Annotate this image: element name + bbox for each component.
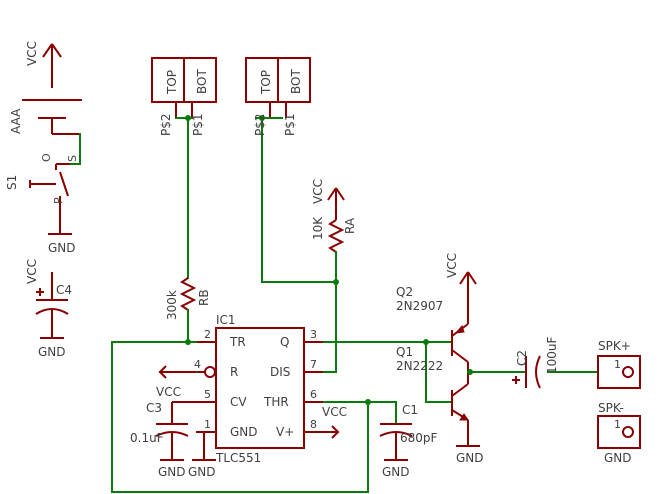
label-pad1-p2: P$2: [159, 113, 173, 136]
label-ic1-pin3: 3: [310, 328, 317, 341]
label-pad2-bot: BOT: [289, 69, 303, 94]
label-ic1-r: R: [230, 365, 238, 379]
label-ic1-q: Q: [280, 335, 289, 349]
label-ic1-pin1: 1: [204, 418, 211, 431]
ic-wiring: [111, 341, 599, 493]
label-ic1-cv: CV: [230, 395, 247, 409]
label-pad2-p2: P$2: [253, 113, 267, 136]
label-ic1-pin2: 2: [204, 328, 211, 341]
label-ra-value: 10K: [311, 216, 325, 240]
label-ic1-dis: DIS: [270, 365, 290, 379]
wire-junctions: [185, 115, 473, 405]
label-vcc-ra: VCC: [311, 179, 325, 204]
speaker-minus-pad: [597, 415, 641, 449]
label-gnd-s1: GND: [48, 241, 76, 255]
transistor-q2: [451, 271, 477, 363]
label-aaa: AAA: [9, 108, 23, 134]
signal-arrows: [158, 365, 340, 439]
label-s1: S1: [5, 175, 19, 190]
capacitor-c2: [512, 355, 541, 389]
label-vcc-c3: VCC: [156, 385, 181, 399]
capacitor-c4: [35, 272, 69, 339]
label-vcc-q2: VCC: [445, 253, 459, 278]
label-ic1-pin5: 5: [204, 388, 211, 401]
label-gnd-spk: GND: [604, 451, 632, 465]
switch-s1: [29, 163, 72, 235]
label-c2-value: 100uF: [545, 336, 559, 374]
label-ic1-pin6: 6: [310, 388, 317, 401]
ic1-body: [196, 327, 324, 449]
label-gnd-c3: GND: [158, 465, 186, 479]
label-spk-minus: SPK-: [598, 401, 624, 415]
label-s1-o: O: [40, 153, 53, 162]
label-q1: Q1: [396, 345, 413, 359]
resistor-rb: [179, 277, 197, 343]
label-q2: Q2: [396, 285, 413, 299]
label-ic1-gnd: GND: [230, 425, 258, 439]
speaker-plus-pad: [597, 355, 641, 389]
label-gnd-c1: GND: [382, 465, 410, 479]
pad-2: [245, 57, 337, 283]
label-ic1-thr: THR: [263, 395, 289, 409]
capacitor-c3: [155, 401, 216, 461]
label-s1-p: P: [52, 197, 65, 204]
battery-symbol: [22, 43, 82, 165]
label-c4: C4: [56, 283, 72, 297]
label-spk-plus-pin: 1: [614, 358, 621, 371]
label-spk-minus-pin: 1: [614, 418, 621, 431]
label-c1-value: 680pF: [400, 431, 438, 445]
label-ic1-pin8: 8: [310, 418, 317, 431]
label-q1-part: 2N2222: [396, 359, 443, 373]
label-rb: RB: [197, 289, 211, 306]
label-q2-part: 2N2907: [396, 299, 443, 313]
label-pad1-top: TOP: [165, 70, 179, 95]
label-rb-value: 300k: [165, 290, 179, 320]
label-pad1-p1: P$1: [191, 113, 205, 136]
label-pad2-top: TOP: [259, 70, 273, 95]
label-ra: RA: [343, 217, 357, 234]
label-pad2-p1: P$1: [283, 113, 297, 136]
label-gnd-ic1: GND: [188, 465, 216, 479]
label-ic1-part: TLC551: [215, 451, 261, 465]
pad-1: [151, 57, 217, 279]
label-c3-value: 0.1uF: [130, 431, 164, 445]
transistor-q1: [451, 362, 480, 447]
label-spk-plus: SPK+: [598, 339, 631, 353]
label-ic1-pin4: 4: [194, 358, 201, 371]
capacitor-c1: [379, 423, 413, 461]
label-vcc-batt: VCC: [25, 41, 39, 66]
label-pad1-bot: BOT: [195, 69, 209, 94]
label-ic1-tr: TR: [229, 335, 246, 349]
label-ic1-pin7: 7: [310, 358, 317, 371]
label-vcc-c4: VCC: [25, 259, 39, 284]
label-gnd-q1: GND: [456, 451, 484, 465]
label-gnd-c4: GND: [38, 345, 66, 359]
label-ic1-vplus: V+: [276, 425, 294, 439]
label-c3: C3: [146, 401, 162, 415]
label-c1: C1: [402, 403, 418, 417]
label-vcc-ic1: VCC: [322, 405, 347, 419]
resistor-ra: [327, 187, 345, 373]
label-c2: C2: [515, 350, 529, 366]
label-s1-s: S: [66, 155, 79, 162]
label-ic1: IC1: [216, 313, 236, 327]
